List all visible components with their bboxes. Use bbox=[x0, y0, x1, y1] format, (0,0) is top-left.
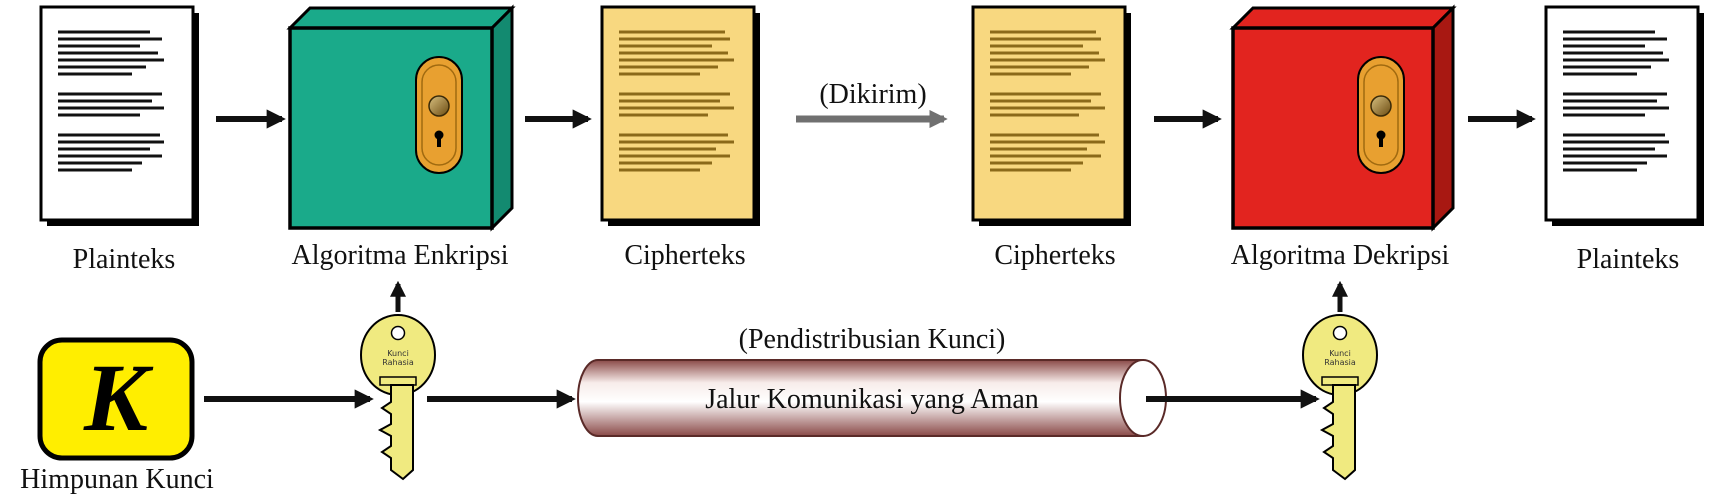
decryption-label: Algoritma Dekripsi bbox=[1231, 240, 1450, 271]
svg-text:Kunci: Kunci bbox=[387, 349, 409, 358]
decryption-algorithm-box bbox=[1229, 4, 1457, 232]
ciphertext-document-received bbox=[971, 5, 1131, 226]
encryption-algorithm-box bbox=[286, 4, 516, 232]
lock-icon bbox=[1357, 56, 1405, 174]
ciphertext-document-sent bbox=[600, 5, 760, 226]
sent-label: (Dikirim) bbox=[819, 79, 926, 110]
keyspace-badge: K bbox=[37, 337, 195, 461]
key-distribution-label: (Pendistribusian Kunci) bbox=[739, 324, 1006, 355]
secret-key-icon: Kunci Rahasia bbox=[360, 314, 436, 481]
plaintext-document-out bbox=[1544, 5, 1704, 226]
ciphertext-sent-label: Cipherteks bbox=[624, 240, 745, 271]
secret-key-icon: Kunci Rahasia bbox=[1302, 314, 1378, 481]
ciphertext-received-label: Cipherteks bbox=[994, 240, 1115, 271]
svg-text:Kunci: Kunci bbox=[1329, 349, 1351, 358]
svg-text:Rahasia: Rahasia bbox=[382, 358, 414, 367]
encryption-label: Algoritma Enkripsi bbox=[292, 240, 509, 271]
plaintext-document-in bbox=[39, 5, 199, 226]
plaintext-in-label: Plainteks bbox=[73, 244, 176, 275]
keyspace-symbol: K bbox=[83, 344, 154, 451]
svg-text:Rahasia: Rahasia bbox=[1324, 358, 1356, 367]
lock-icon bbox=[415, 56, 463, 174]
keyspace-label: Himpunan Kunci bbox=[20, 464, 214, 495]
plaintext-out-label: Plainteks bbox=[1577, 244, 1680, 275]
secure-channel-pipe bbox=[577, 359, 1167, 437]
secure-channel-label: Jalur Komunikasi yang Aman bbox=[705, 384, 1039, 415]
